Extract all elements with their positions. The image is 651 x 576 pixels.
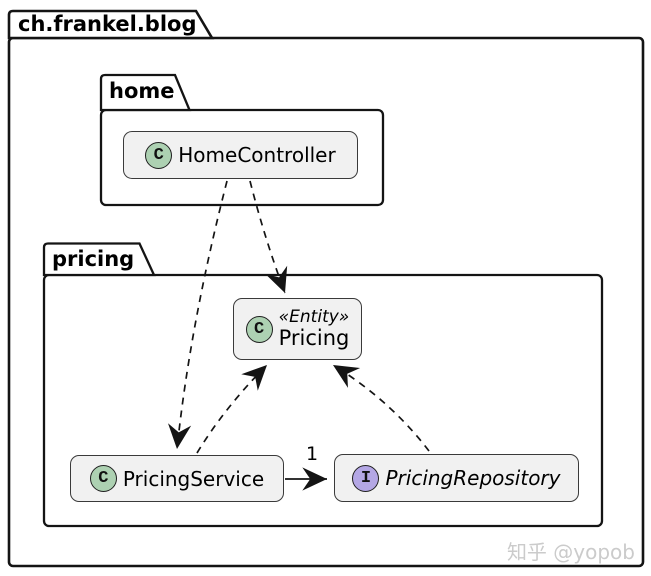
circle-letter: I <box>360 468 372 488</box>
interface-pricingrepository: I PricingRepository <box>334 454 579 502</box>
circle-letter: C <box>153 145 164 165</box>
class-homecontroller: C HomeController <box>123 131 358 179</box>
circle-letter: C <box>98 469 109 488</box>
package-label-home: home <box>109 79 175 103</box>
class-letter-icon: C <box>145 141 173 169</box>
interface-name: PricingRepository <box>385 466 561 490</box>
class-pricing: C «Entity» Pricing <box>233 298 362 360</box>
class-pricingservice: C PricingService <box>70 455 284 502</box>
class-letter-icon: C <box>245 315 273 343</box>
edge-multiplicity-label: 1 <box>306 443 319 465</box>
class-name: Pricing <box>278 325 350 350</box>
class-letter-icon: C <box>89 465 117 492</box>
class-stereotype: «Entity» <box>278 306 350 327</box>
circle-letter: C <box>253 319 265 339</box>
edge-homecontroller-to-pricingservice <box>167 180 228 450</box>
edge-pricingservice-to-pricing <box>196 364 268 454</box>
package-tab-pricing <box>42 242 156 277</box>
package-label-ch-frankel-blog: ch.frankel.blog <box>18 12 197 36</box>
edge-pricingrepository-to-pricing <box>332 364 430 452</box>
class-name: PricingService <box>122 466 265 491</box>
package-label-pricing: pricing <box>52 247 135 271</box>
edge-homecontroller-to-pricing <box>249 180 288 294</box>
watermark: 知乎 @yopob <box>506 540 635 564</box>
class-name: HomeController <box>178 143 336 167</box>
interface-letter-icon: I <box>352 464 380 492</box>
package-tab-home <box>99 73 192 112</box>
package-tab-ch-frankel-blog <box>7 9 215 40</box>
